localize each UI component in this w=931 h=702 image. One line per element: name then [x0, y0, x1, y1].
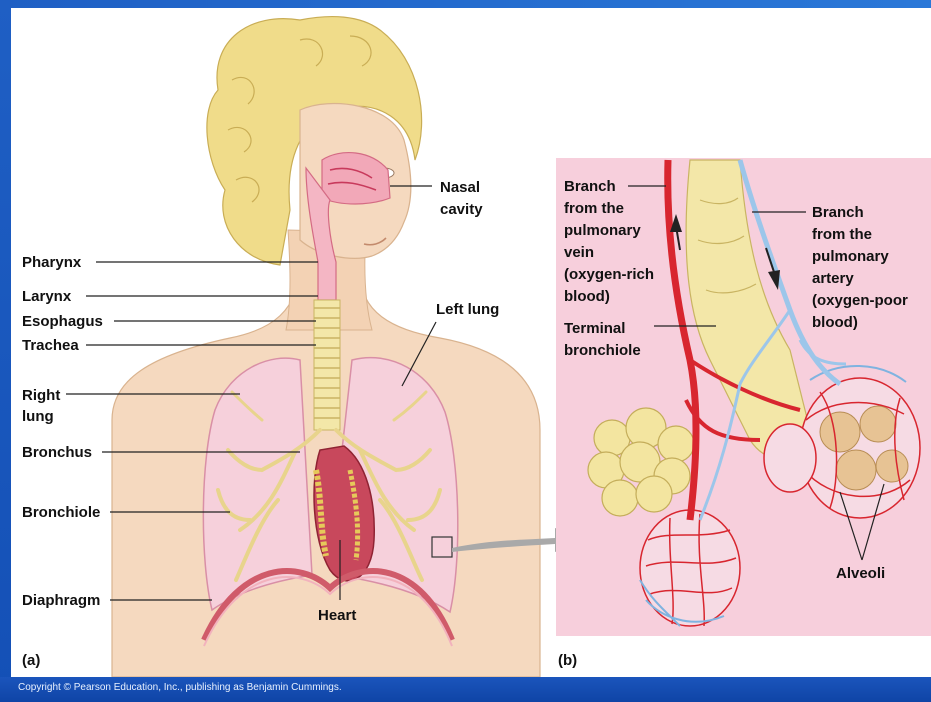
label-artery-line2: from the: [812, 226, 872, 243]
label-right-lung-line1: Right: [22, 387, 60, 404]
label-heart: Heart: [318, 607, 356, 624]
panel-b-tag: (b): [558, 652, 577, 669]
label-bronchiole: Bronchiole: [22, 504, 100, 521]
label-artery-line5: (oxygen-poor: [812, 292, 908, 309]
label-diaphragm: Diaphragm: [22, 592, 100, 609]
label-esophagus: Esophagus: [22, 313, 103, 330]
label-artery-line6: blood): [812, 314, 858, 331]
label-alveoli: Alveoli: [836, 565, 885, 582]
label-pharynx: Pharynx: [22, 254, 82, 271]
label-vein-line5: (oxygen-rich: [564, 266, 654, 283]
label-vein-line6: blood): [564, 288, 610, 305]
label-terminal-bronchiole-line2: bronchiole: [564, 342, 641, 359]
label-terminal-bronchiole-line1: Terminal: [564, 320, 625, 337]
label-nasal-cavity-line1: Nasal: [440, 179, 480, 196]
label-artery-line1: Branch: [812, 204, 864, 221]
label-artery-line3: pulmonary: [812, 248, 889, 265]
panel-a-illustration: [112, 17, 588, 677]
label-vein-line3: pulmonary: [564, 222, 641, 239]
trachea-rings: [314, 300, 340, 430]
label-artery-line4: artery: [812, 270, 854, 287]
panel-a-tag: (a): [22, 652, 40, 669]
label-left-lung: Left lung: [436, 301, 499, 318]
copyright-notice: Copyright © Pearson Education, Inc., pub…: [18, 682, 342, 693]
label-nasal-cavity-line2: cavity: [440, 201, 483, 218]
label-larynx: Larynx: [22, 288, 72, 305]
label-vein-line2: from the: [564, 200, 624, 217]
label-vein-line4: vein: [564, 244, 594, 261]
capillary-network-bottom: [640, 510, 740, 626]
respiratory-diagram: Nasal cavity Pharynx Larynx Esophagus Tr…: [0, 0, 931, 677]
label-bronchus: Bronchus: [22, 444, 92, 461]
label-right-lung-line2: lung: [22, 408, 54, 425]
label-trachea: Trachea: [22, 337, 79, 354]
label-vein-line1: Branch: [564, 178, 616, 195]
